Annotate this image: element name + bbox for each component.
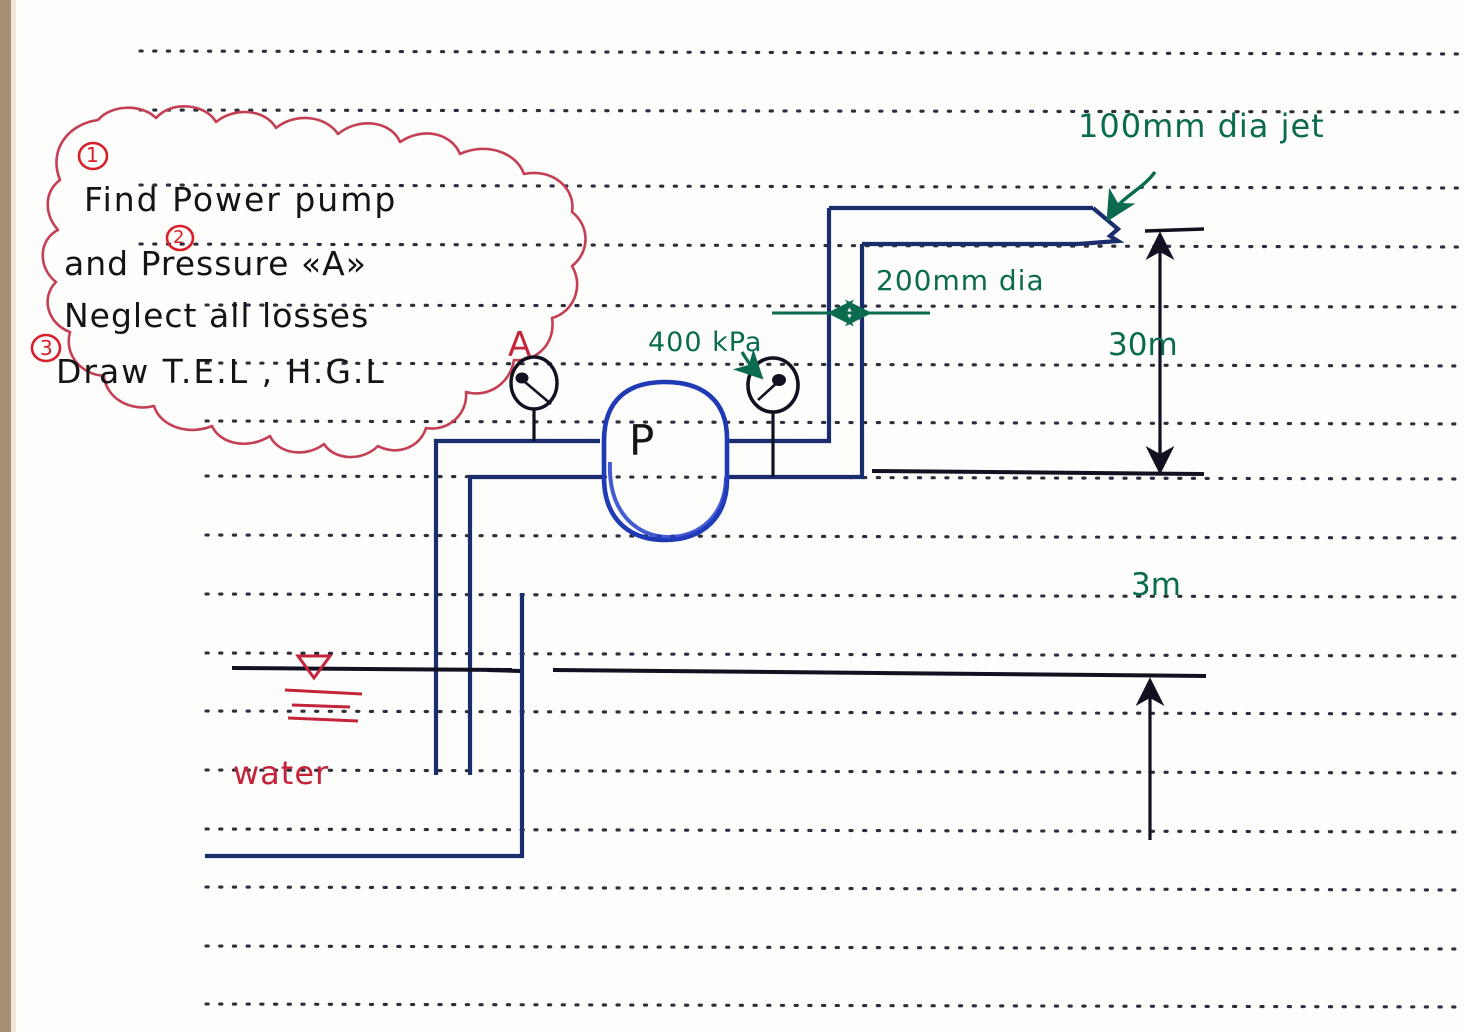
cloud-item-1-text: Find Power pump	[84, 180, 398, 219]
suction-pipe-outer	[433, 438, 600, 775]
cloud-item-2-number: 2	[173, 227, 185, 248]
gauge-400kpa	[746, 356, 800, 477]
water-label: water	[233, 754, 330, 792]
height-3m-label: 3m	[1131, 567, 1181, 603]
upper-ground-line	[871, 469, 1205, 476]
cloud-item-3-text: Neglect all losses	[64, 296, 370, 335]
lower-water-line	[552, 668, 1207, 678]
cloud-item-4-text: Draw T.E.L , H.G.L	[56, 352, 386, 391]
cloud-item-4-number: 3	[40, 336, 53, 360]
cloud-item-markers	[30, 141, 195, 363]
point-a-label: A	[508, 325, 532, 365]
jet-leader-arrow	[1106, 170, 1157, 222]
height-30m-label: 30m	[1108, 327, 1178, 363]
cloud-item-2-text: and Pressure «A»	[64, 244, 367, 283]
nozzle-outline	[1077, 206, 1125, 247]
pressure-gauge-label: 400 kPa	[648, 327, 763, 358]
suction-pipe-inner	[467, 474, 604, 775]
kpa-leader-arrow	[732, 348, 764, 380]
mid-water-line	[486, 668, 521, 673]
water-surface-triangle-icon	[284, 654, 363, 723]
discharge-upper	[727, 208, 832, 444]
tank-wall	[205, 593, 525, 859]
dim-top-tick	[1144, 227, 1205, 233]
left-water-line	[231, 666, 513, 672]
dimension-30m	[1144, 227, 1205, 475]
gauge-a	[509, 355, 559, 441]
ruled-lines	[138, 49, 1464, 1009]
cloud-item-1-number: 1	[86, 143, 99, 167]
pump-label: P	[629, 416, 655, 465]
annotations-green	[732, 170, 1157, 380]
jet-label: 100mm dia jet	[1078, 107, 1325, 145]
pipe-dia-label: 200mm dia	[876, 264, 1045, 297]
binding-edge	[0, 0, 11, 1032]
pump-body	[601, 379, 730, 543]
